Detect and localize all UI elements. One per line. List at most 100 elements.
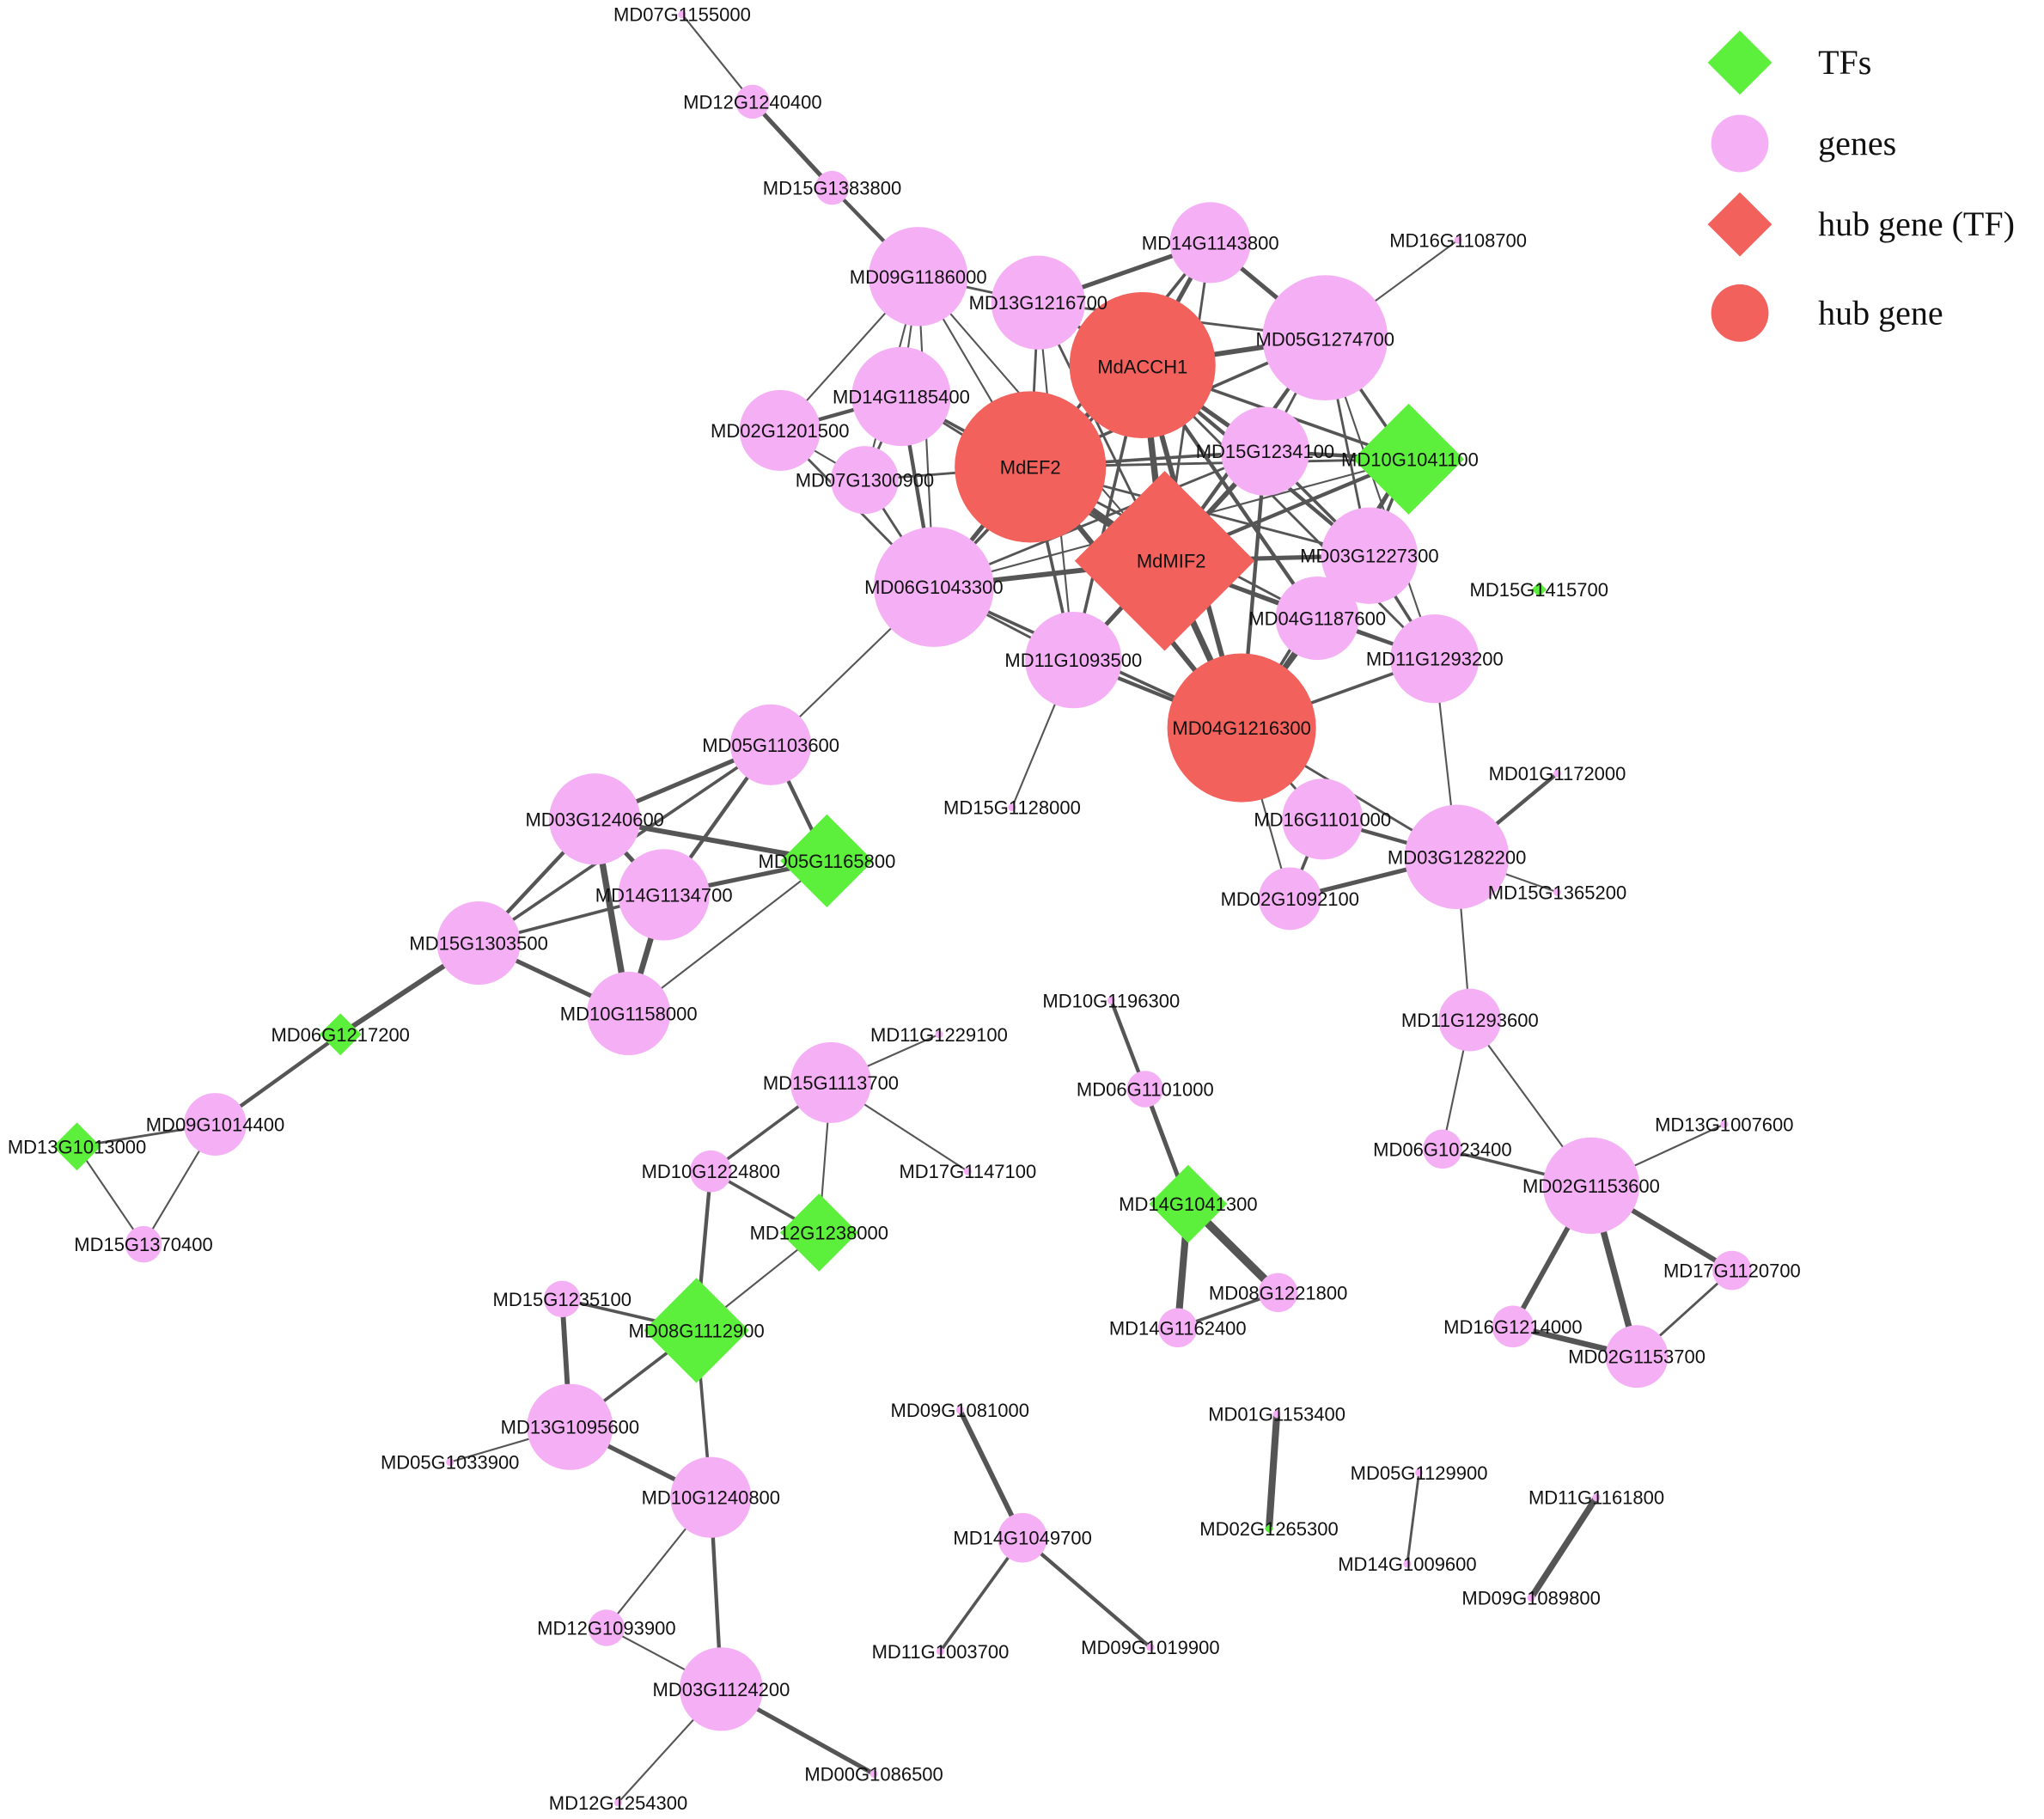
node-label-MD05G1129900: MD05G1129900: [1351, 1462, 1488, 1484]
node-label-MD07G1155000: MD07G1155000: [613, 4, 751, 26]
node-MD12G1254300-circle-icon: [613, 1798, 623, 1807]
node-label-MD14G1143800: MD14G1143800: [1142, 232, 1279, 253]
node-MD11G1161800-circle-icon: [1592, 1493, 1601, 1502]
node-MD00G1086500-circle-icon: [869, 1769, 878, 1779]
node-MD06G1217200-diamond-icon: [319, 1013, 362, 1056]
node-MD13G1216700-circle-icon: [991, 255, 1085, 350]
node-MD12G1238000-diamond-icon: [779, 1193, 858, 1272]
node-label-MD15G1234100: MD15G1234100: [1196, 441, 1334, 462]
node-MD15G1234100-circle-icon: [1220, 406, 1310, 496]
node-label-MD13G1216700: MD13G1216700: [969, 292, 1107, 314]
node-MD01G1153400-circle-icon: [1272, 1409, 1281, 1419]
node-label-MD04G1187600: MD04G1187600: [1248, 608, 1386, 630]
node-label-MD03G1282200: MD03G1282200: [1388, 846, 1526, 868]
legend-diamond-icon: [1707, 192, 1772, 257]
node-MD15G1235100-circle-icon: [544, 1280, 581, 1318]
node-MD11G1003700-circle-icon: [936, 1647, 945, 1656]
node-MD11G1293600-circle-icon: [1438, 988, 1502, 1052]
node-MD03G1282200-circle-icon: [1404, 804, 1510, 910]
legend-label: hub gene: [1818, 293, 1943, 332]
node-MD15G1128000-circle-icon: [1008, 803, 1016, 812]
node-label-MD10G1158000: MD10G1158000: [560, 1003, 698, 1024]
node-MD02G1201500-circle-icon: [739, 389, 821, 471]
node-label-MD11G1293600: MD11G1293600: [1401, 1010, 1539, 1031]
legend-diamond-icon: [1707, 30, 1772, 95]
node-MD09G1089800-circle-icon: [1527, 1593, 1535, 1602]
edge-MD07G1155000-MD12G1240400: [680, 13, 754, 103]
node-label-MD14G1185400: MD14G1185400: [833, 386, 970, 407]
legend-label: hub gene (TF): [1818, 204, 2015, 243]
node-label-MD12G1254300: MD12G1254300: [549, 1792, 687, 1814]
node-label-MD05G1274700: MD05G1274700: [1256, 329, 1394, 351]
node-MD16G1108700-circle-icon: [1454, 235, 1462, 244]
node-MD14G1185400-circle-icon: [851, 346, 951, 447]
node-label-MD02G1265300: MD02G1265300: [1199, 1518, 1338, 1540]
node-MD02G1265300-diamond-icon: [1264, 1523, 1274, 1534]
node-MD15G1303500-circle-icon: [436, 900, 521, 986]
node-MD11G1229100-circle-icon: [935, 1030, 943, 1039]
node-MD07G1300900-circle-icon: [830, 446, 899, 515]
node-MD17G1120700-circle-icon: [1712, 1250, 1752, 1291]
node-label-MD10G1196300: MD10G1196300: [1042, 990, 1180, 1011]
node-label-MD02G1153700: MD02G1153700: [1568, 1346, 1705, 1368]
edge-MD01G1153400-MD02G1265300: [1265, 1410, 1281, 1533]
node-MD11G1293200-circle-icon: [1390, 613, 1480, 704]
node-label-MD15G1113700: MD15G1113700: [763, 1072, 899, 1094]
node-label-MD15G1128000: MD15G1128000: [943, 797, 1081, 819]
node-label-MD11G1093500: MD11G1093500: [1004, 650, 1142, 671]
node-label-MD06G1101000: MD06G1101000: [1077, 1079, 1214, 1101]
node-MD12G1240400-circle-icon: [735, 84, 770, 119]
node-label-MD17G1147100: MD17G1147100: [899, 1161, 1036, 1182]
node-MD14G1049700-circle-icon: [998, 1512, 1047, 1563]
node-label-MD17G1120700: MD17G1120700: [1663, 1260, 1801, 1282]
node-label-MD06G1023400: MD06G1023400: [1373, 1138, 1511, 1160]
node-label-MD16G1101000: MD16G1101000: [1254, 809, 1391, 830]
node-label-MD11G1229100: MD11G1229100: [870, 1024, 1008, 1046]
node-label-MD06G1217200: MD06G1217200: [271, 1024, 409, 1046]
node-MD08G1221800-circle-icon: [1258, 1273, 1298, 1313]
node-MD06G1023400-circle-icon: [1423, 1129, 1462, 1169]
node-label-MD13G1013000: MD13G1013000: [8, 1136, 146, 1157]
node-label-MdEF2: MdEF2: [1000, 456, 1061, 478]
node-MD04G1216300-circle-icon: [1167, 653, 1316, 803]
node-label-MD09G1186000: MD09G1186000: [850, 266, 987, 288]
node-label-MD08G1221800: MD08G1221800: [1209, 1282, 1347, 1303]
node-MD03G1124200-circle-icon: [679, 1647, 764, 1731]
node-MD02G1153600-circle-icon: [1542, 1137, 1640, 1235]
node-label-MD15G1365200: MD15G1365200: [1488, 882, 1626, 903]
node-label-MD09G1089800: MD09G1089800: [1461, 1588, 1600, 1609]
node-MD10G1224800-circle-icon: [690, 1150, 732, 1193]
edge-MD05G1129900-MD14G1009600: [1406, 1471, 1421, 1566]
node-label-MD01G1153400: MD01G1153400: [1208, 1404, 1345, 1425]
node-MdACCH1-circle-icon: [1069, 292, 1216, 439]
node-label-MD12G1240400: MD12G1240400: [683, 91, 821, 113]
node-label-MD15G1370400: MD15G1370400: [74, 1234, 212, 1255]
node-label-MD02G1092100: MD02G1092100: [1221, 888, 1359, 910]
node-MD09G1014400-circle-icon: [184, 1093, 247, 1156]
node-label-MD10G1240800: MD10G1240800: [642, 1487, 780, 1509]
node-MD10G1196300-circle-icon: [1107, 996, 1115, 1004]
node-label-MD11G1161800: MD11G1161800: [1528, 1487, 1664, 1509]
node-label-MD08G1112900: MD08G1112900: [629, 1320, 765, 1341]
node-label-MD02G1201500: MD02G1201500: [711, 420, 849, 442]
node-MD10G1158000-circle-icon: [587, 971, 671, 1056]
legend-circle-icon: [1711, 114, 1769, 173]
node-label-MD03G1124200: MD03G1124200: [653, 1679, 790, 1700]
node-MD02G1092100-circle-icon: [1258, 867, 1321, 931]
node-MD15G1365200-circle-icon: [1553, 888, 1562, 896]
node-label-MD01G1172000: MD01G1172000: [1489, 763, 1626, 784]
node-label-MD15G1383800: MD15G1383800: [763, 178, 901, 199]
node-label-MD14G1049700: MD14G1049700: [953, 1528, 1091, 1549]
node-label-MD06G1043300: MD06G1043300: [864, 577, 1003, 598]
node-label-MD14G1041300: MD14G1041300: [1119, 1193, 1257, 1215]
node-MD05G1274700-circle-icon: [1262, 275, 1388, 401]
node-MD05G1165800-diamond-icon: [780, 814, 874, 907]
node-MD15G1113700-circle-icon: [790, 1041, 872, 1123]
node-label-MD09G1019900: MD09G1019900: [1081, 1637, 1219, 1658]
node-label-MdACCH1: MdACCH1: [1097, 357, 1187, 378]
node-MD14G1143800-circle-icon: [1169, 202, 1251, 284]
node-MD09G1019900-circle-icon: [1146, 1643, 1155, 1651]
node-MD05G1103600-circle-icon: [730, 704, 812, 785]
